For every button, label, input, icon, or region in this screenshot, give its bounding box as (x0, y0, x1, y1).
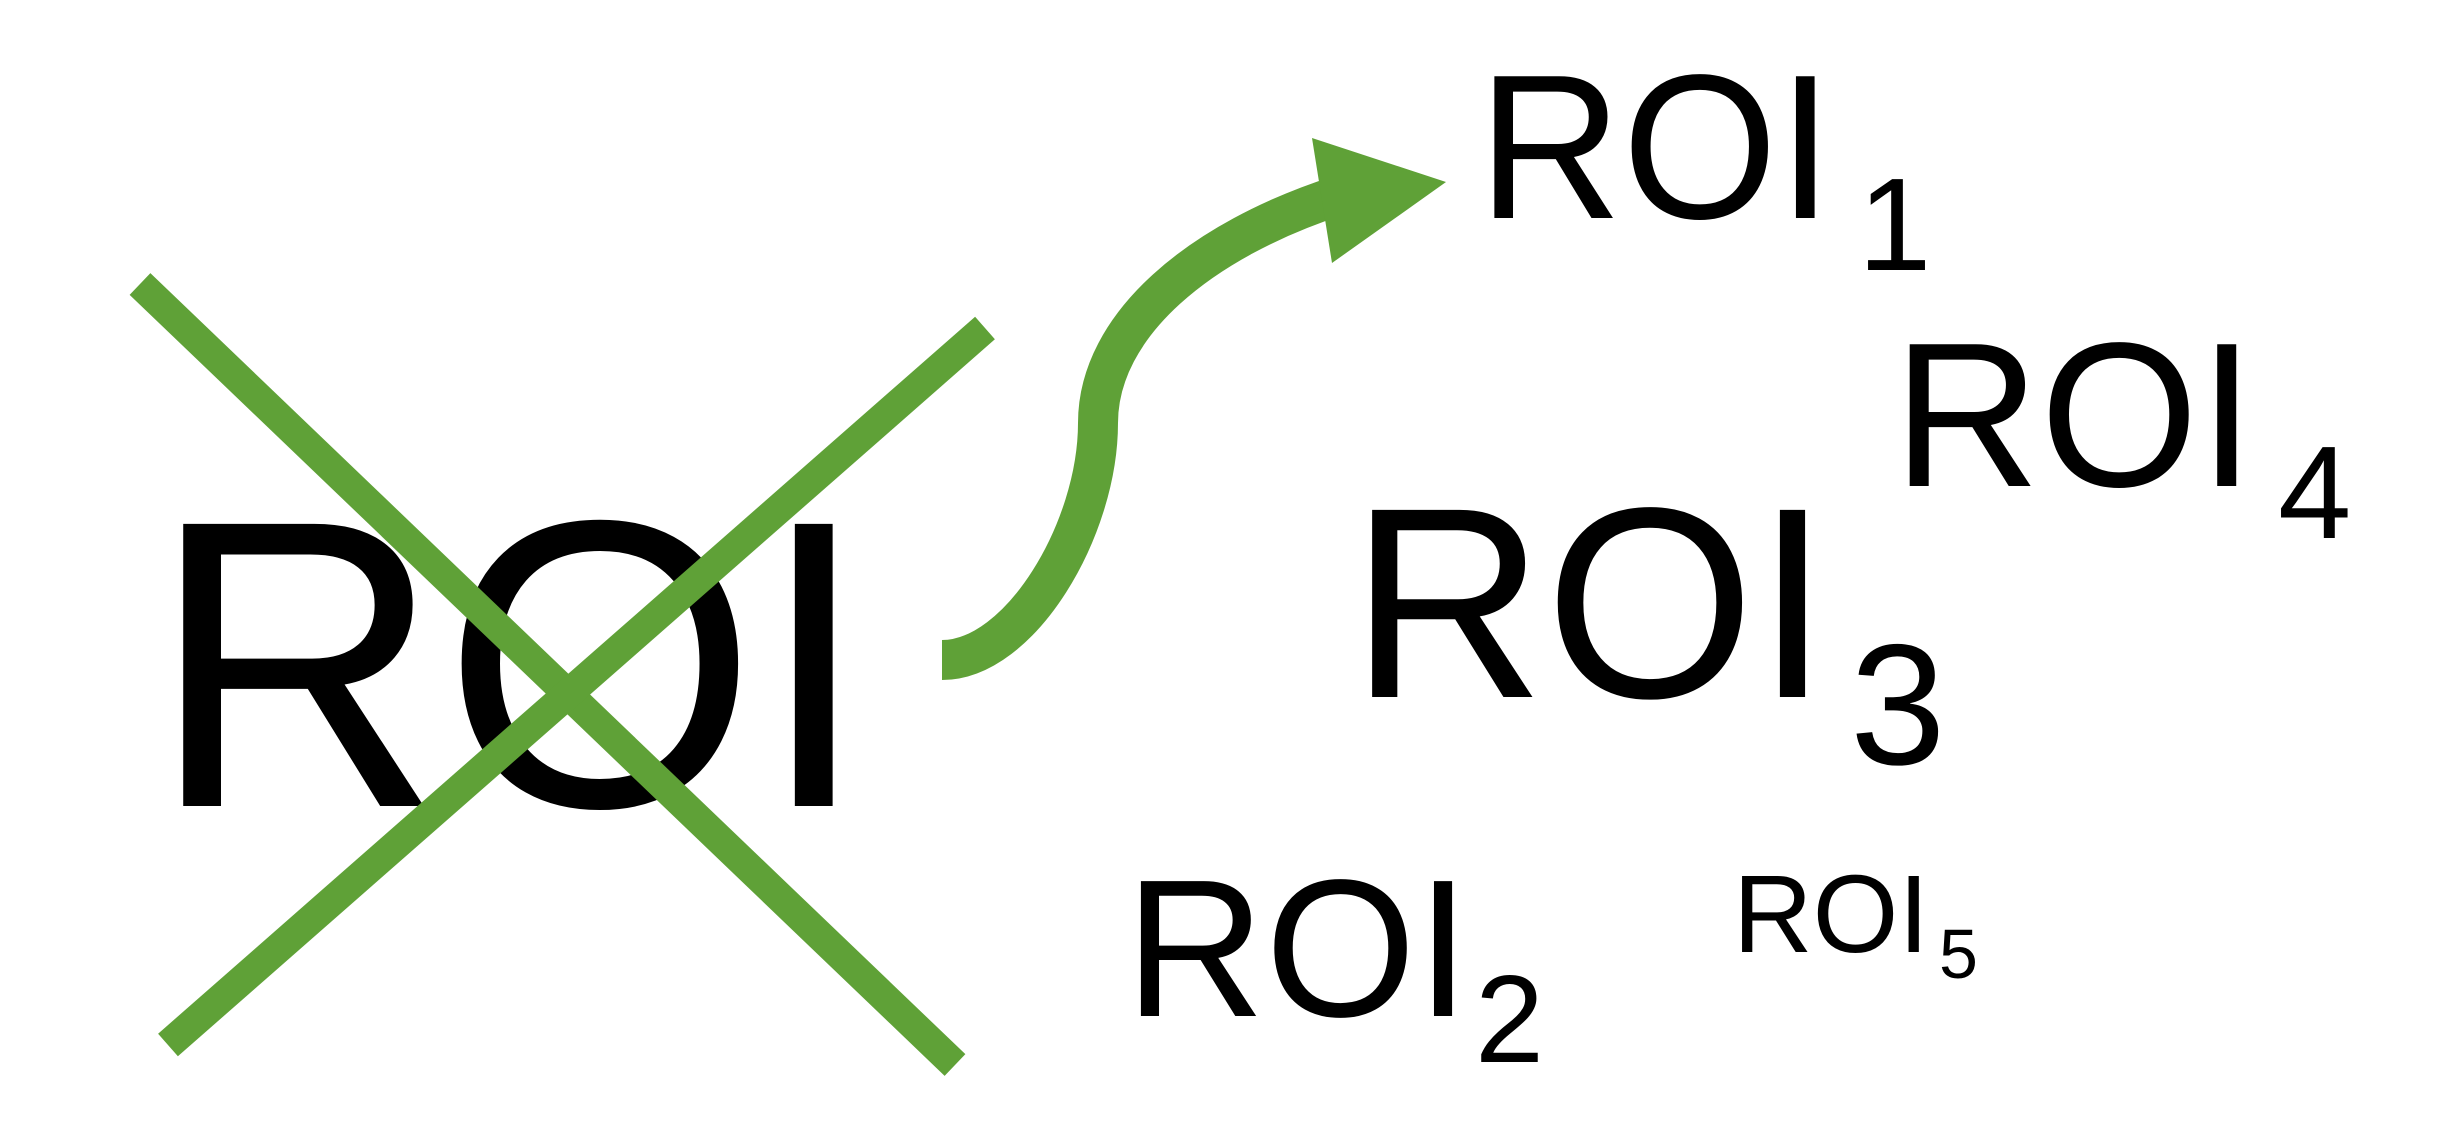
roi-variant-1: ROI 1 (1478, 32, 1931, 298)
roi-variant-base: ROI (1478, 32, 1833, 262)
roi-variant-base: ROI (1125, 839, 1470, 1058)
arrow-shaft (940, 175, 1347, 680)
roi-variant-base: ROI (1733, 853, 1929, 976)
roi-variant-4: ROI 4 (1893, 300, 2351, 566)
cross-stroke-1 (129, 273, 966, 1076)
main-roi-label: ROI (150, 435, 870, 893)
roi-variant-base: ROI (1350, 451, 1830, 755)
roi-variant-subscript: 3 (1850, 609, 1946, 801)
cross-out-icon (129, 273, 995, 1076)
cross-stroke-2 (158, 316, 995, 1057)
arrow-head (1312, 138, 1446, 263)
roi-variant-base: ROI (1893, 300, 2255, 530)
roi-variant-subscript: 5 (1939, 915, 1978, 993)
roi-variant-subscript: 4 (2278, 419, 2351, 566)
roi-variant-subscript: 2 (1475, 951, 1544, 1089)
roi-variant-2: ROI 2 (1125, 839, 1544, 1089)
roi-variant-5: ROI 5 (1733, 853, 1978, 993)
curved-arrow-icon (940, 138, 1446, 680)
roi-variant-3: ROI 3 (1350, 451, 1946, 801)
roi-variant-subscript: 1 (1858, 151, 1931, 298)
